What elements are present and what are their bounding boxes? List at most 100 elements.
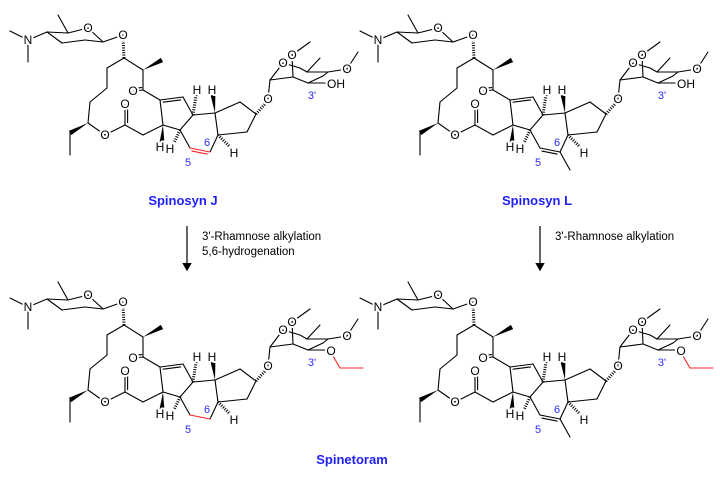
position-6-label: 6 (204, 404, 210, 416)
bond (27, 298, 48, 308)
hashed-bond (254, 368, 268, 383)
hydroxyl-group: OH (677, 77, 695, 91)
bond (239, 101, 257, 115)
bond (564, 368, 591, 381)
bond (124, 124, 144, 136)
bond (492, 124, 514, 136)
alkene-bond (509, 96, 534, 101)
bond (452, 34, 474, 43)
bond (87, 101, 91, 124)
ketone-bond (134, 86, 143, 89)
wedge-bond (493, 57, 514, 70)
oxygen-atom: O (692, 329, 701, 343)
bond (672, 338, 679, 344)
wedge-bond (509, 125, 515, 143)
bond (87, 294, 104, 310)
bond (192, 379, 216, 383)
bond (377, 31, 398, 41)
bond (596, 380, 607, 400)
bond (299, 67, 308, 73)
bond (492, 391, 514, 403)
bond (642, 76, 659, 84)
c5-c6-double-bond (539, 147, 561, 153)
bond (159, 366, 164, 393)
oxygen-atom: O (83, 21, 92, 35)
hashed-bond (191, 361, 198, 383)
nitrogen-atom: N (24, 33, 33, 47)
bond (656, 57, 671, 73)
bond (307, 75, 324, 84)
bond (407, 281, 419, 301)
hashed-bond (172, 396, 182, 411)
hashed-bond (121, 36, 126, 59)
bond (532, 363, 544, 383)
bond (217, 398, 248, 403)
hydrogen-atom: H (193, 83, 202, 97)
bond (327, 335, 348, 340)
bond (246, 380, 257, 400)
bond (291, 321, 294, 345)
position-6-label: 6 (554, 137, 560, 149)
bond (529, 381, 544, 398)
bond (452, 301, 474, 310)
hashed-bond (604, 101, 618, 116)
bond (102, 34, 124, 43)
wedge-bond (143, 57, 164, 70)
ketone-bond (483, 89, 494, 92)
position-3prime-label: 3' (658, 90, 666, 102)
right-condition-alkylation: 3'-Rhamnose alkylation (555, 231, 674, 243)
bond (649, 334, 658, 340)
bond (179, 129, 191, 149)
oxygen-atom: O (263, 92, 272, 106)
bond (291, 54, 294, 78)
oxygen-atom: O (433, 288, 442, 302)
hydrogen-atom: H (506, 407, 515, 421)
alkene-bond (159, 96, 184, 101)
bond (282, 329, 301, 336)
bond (299, 334, 308, 340)
left-condition-alkylation: 3'-Rhamnose alkylation (202, 231, 321, 243)
bond (492, 356, 511, 368)
bond (306, 324, 321, 340)
ethyl-bond (682, 355, 691, 369)
bond (456, 57, 475, 69)
bond (359, 30, 379, 41)
alkene-bond (162, 366, 182, 370)
bond (106, 324, 125, 336)
bond (437, 27, 454, 43)
bond (87, 389, 106, 403)
hydrogen-atom: H (166, 409, 175, 423)
bond (123, 57, 144, 71)
bond (437, 122, 456, 136)
wedge-bond (509, 392, 515, 410)
wedge-bond (159, 392, 165, 410)
alkene-bond (512, 366, 532, 370)
c5-c6-double-bond (541, 417, 558, 422)
bond (106, 57, 125, 69)
bond (529, 114, 544, 131)
bond (649, 67, 658, 73)
hashed-bond (471, 303, 476, 326)
bond (267, 346, 271, 367)
hydrogen-atom: H (208, 350, 217, 364)
bond (46, 298, 69, 301)
alkene-bond (162, 99, 182, 103)
alkene-bond (512, 99, 532, 103)
bond (291, 308, 311, 323)
c5-c6-single-bond (189, 414, 211, 420)
oxygen-atom: O (128, 351, 137, 365)
hydrogen-atom: H (506, 140, 515, 154)
bond (564, 379, 569, 403)
bond (67, 27, 89, 34)
c5-c6-double-bond (539, 414, 561, 420)
hashed-bond (121, 303, 126, 326)
oxygen-atom: O (478, 351, 487, 365)
wedge-bond (210, 94, 216, 113)
bond (192, 112, 216, 116)
oxygen-atom: O (100, 128, 109, 142)
bond (632, 329, 651, 336)
bond (292, 76, 309, 84)
